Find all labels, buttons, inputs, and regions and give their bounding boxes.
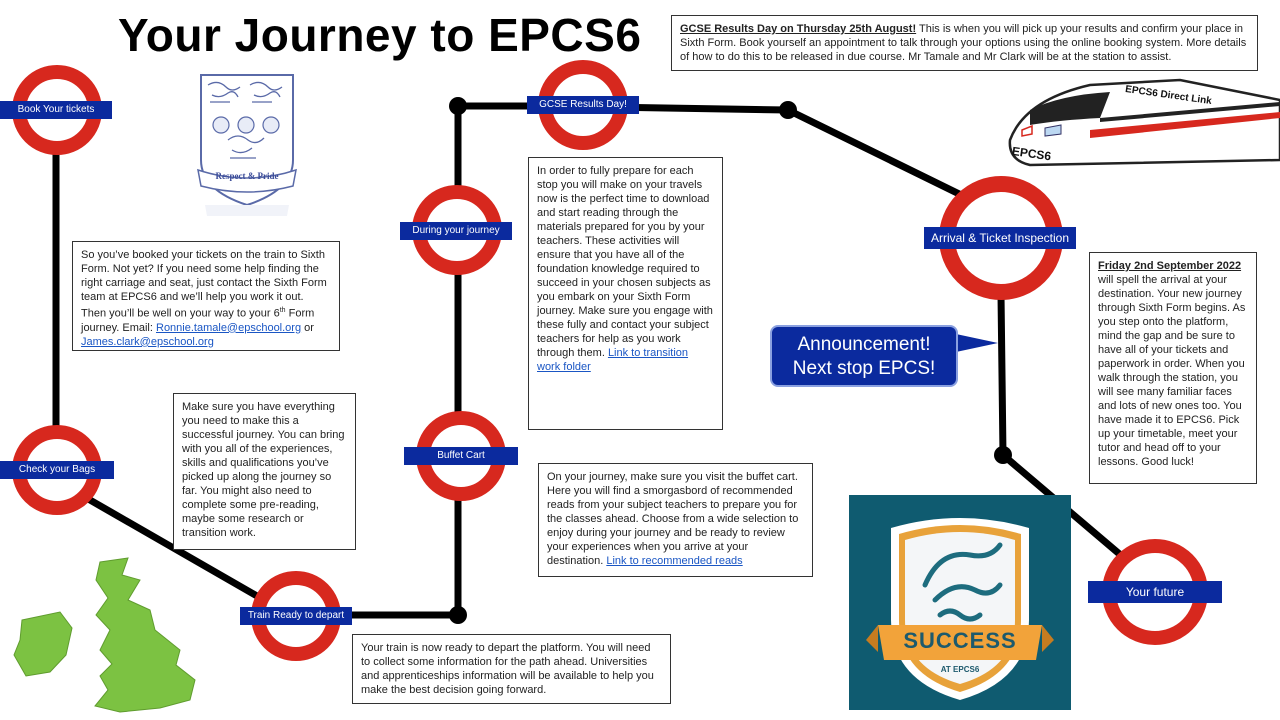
station-label-arrival: Arrival & Ticket Inspection [924, 227, 1076, 249]
journey-info-box: In order to fully prepare for each stop … [528, 157, 723, 430]
uk-map-icon [13, 557, 196, 713]
station-label-bags: Check your Bags [0, 461, 114, 479]
tickets-text-2: Form journey. Email: [81, 307, 315, 334]
depart-text: Your train is now ready to depart the pl… [361, 642, 654, 696]
page-title: Your Journey to EPCS6 [118, 9, 642, 61]
school-crest-icon [197, 74, 297, 216]
email-link-tamale[interactable]: Ronnie.tamale@epschool.org [156, 321, 302, 334]
station-label-buffet: Buffet Cart [404, 447, 518, 465]
bags-text: Make sure you have everything you need t… [182, 401, 345, 539]
arrival-text: will spell the arrival at your destinati… [1098, 274, 1246, 468]
results-heading: GCSE Results Day on Thursday 25th August… [680, 23, 917, 35]
results-text: This is when you will pick up your resul… [680, 23, 1247, 63]
station-label-depart: Train Ready to depart [240, 607, 352, 625]
buffet-info-box: On your journey, make sure you visit the… [538, 463, 813, 577]
results-info-box: GCSE Results Day on Thursday 25th August… [671, 15, 1258, 71]
success-word: SUCCESS [903, 628, 1017, 653]
announcement-line-1: Announcement! [797, 334, 931, 355]
train-icon [1008, 78, 1280, 167]
tickets-info-box: So you’ve booked your tickets on the tra… [72, 241, 340, 351]
announcement-line-2: Next stop EPCS! [792, 358, 936, 379]
station-label-book: Book Your tickets [0, 101, 112, 119]
station-label-journey: During your journey [400, 222, 512, 240]
announcement-bubble: Announcement! Next stop EPCS! [770, 325, 958, 387]
journey-text: In order to fully prepare for each stop … [537, 165, 713, 359]
tickets-or: or [301, 321, 314, 334]
tickets-text: So you’ve booked your tickets on the tra… [81, 249, 327, 320]
announcement-tail [956, 334, 998, 352]
bags-info-box: Make sure you have everything you need t… [173, 393, 356, 550]
transition-work-link[interactable]: Link to transition work folder [537, 347, 689, 373]
email-link-clark[interactable]: James.clark@epschool.org [81, 335, 214, 348]
crest-motto: Respect & Pride [215, 171, 279, 181]
tickets-sup: th [279, 307, 286, 314]
recommended-reads-link[interactable]: Link to recommended reads [606, 555, 743, 567]
depart-info-box: Your train is now ready to depart the pl… [352, 634, 671, 704]
arrival-info-box: Friday 2nd September 2022 will spell the… [1089, 252, 1257, 484]
success-badge [849, 495, 1071, 710]
buffet-text: On your journey, make sure you visit the… [547, 471, 799, 567]
success-sub: AT EPCS6 [940, 665, 980, 674]
arrival-heading: Friday 2nd September 2022 [1098, 260, 1242, 272]
station-label-results: GCSE Results Day! [527, 96, 639, 114]
station-label-future: Your future [1088, 581, 1222, 603]
